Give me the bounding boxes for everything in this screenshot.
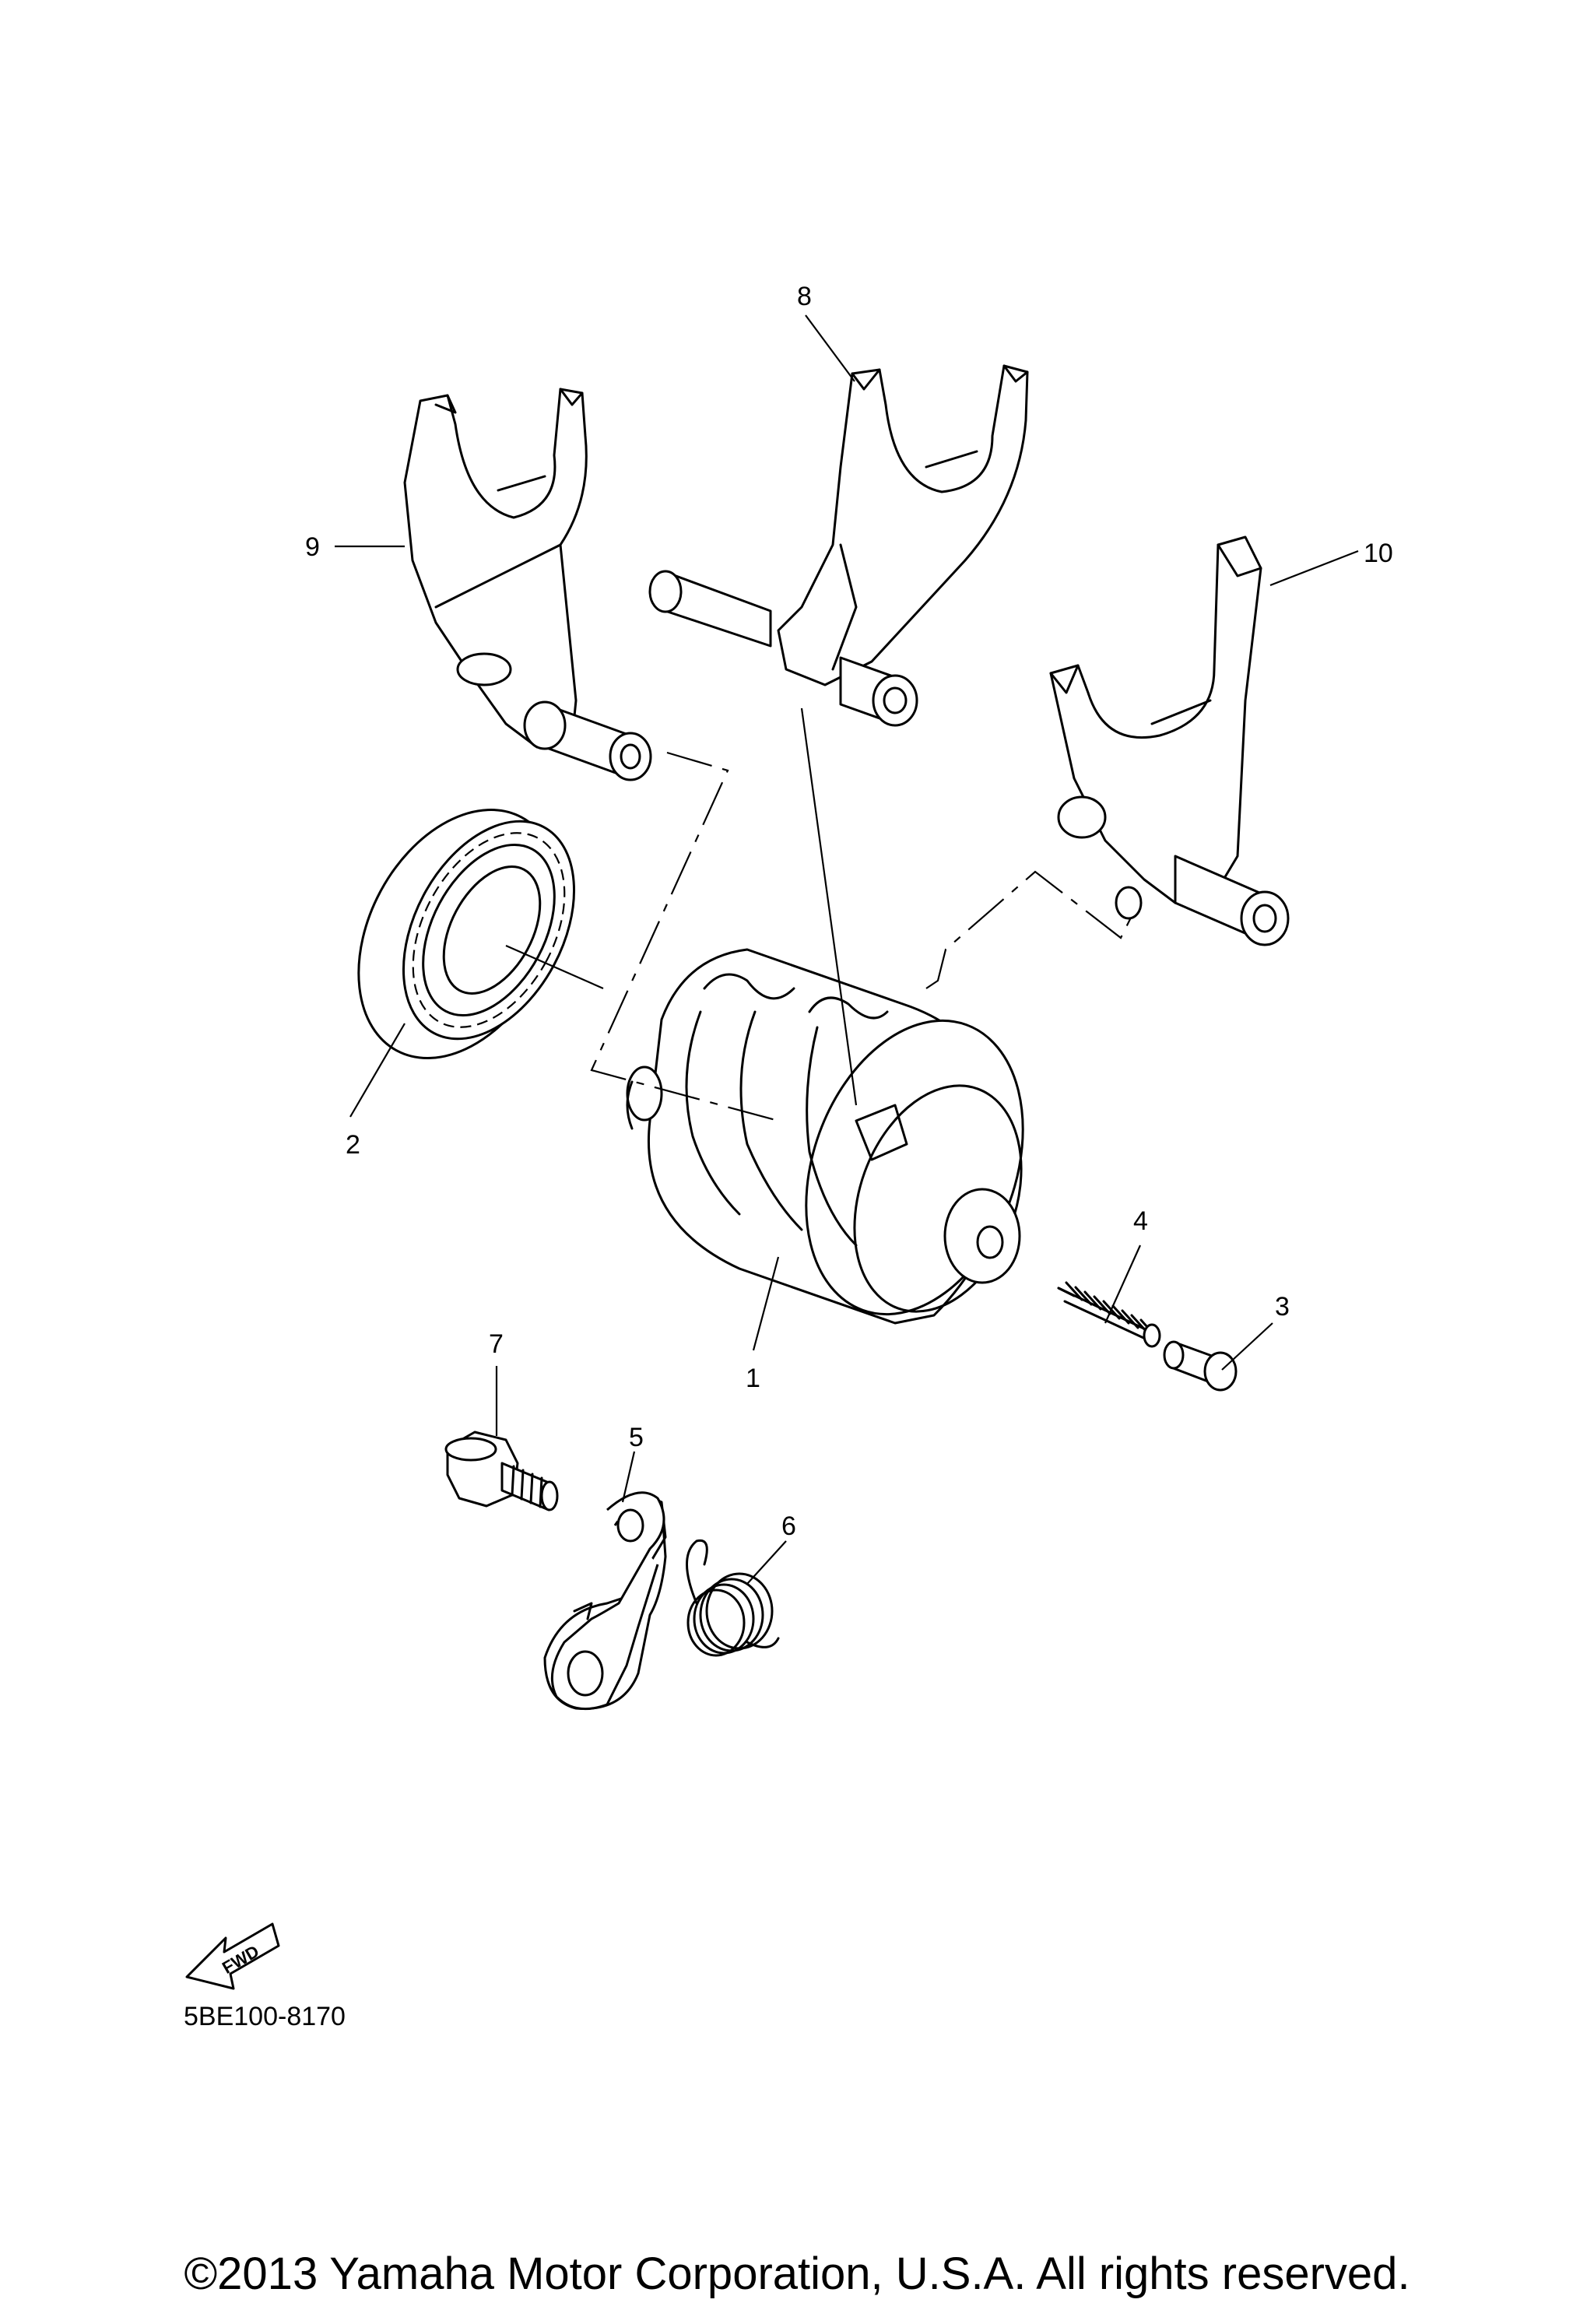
callout-leaders [335,314,1359,1585]
callout-2: 2 [346,1130,360,1160]
callout-7: 7 [489,1329,504,1359]
shift-fork-9 [403,388,652,781]
assembly-lines [505,707,1133,1122]
callout-10: 10 [1364,539,1393,568]
shift-drum-1 [626,948,1024,1325]
callout-4: 4 [1133,1206,1148,1236]
pin-3 [1163,1340,1238,1392]
bolt-7 [444,1431,559,1511]
shift-fork-8 [648,364,1029,727]
torsion-spring-6 [686,1539,780,1657]
stopper-lever-5 [543,1491,667,1711]
bearing-2 [357,808,576,1060]
callout-6: 6 [781,1511,796,1541]
fwd-arrow-icon: FWD [185,1922,280,1990]
callout-3: 3 [1275,1292,1290,1322]
shift-fork-10 [1049,535,1290,946]
callout-1: 1 [746,1364,760,1393]
callout-9: 9 [305,532,320,562]
callout-labels: 1 2 3 4 5 6 7 8 9 10 [305,282,1393,1541]
callout-8: 8 [797,282,812,311]
copyright-notice: ©2013 Yamaha Motor Corporation, U.S.A. A… [184,2249,1410,2299]
callout-5: 5 [629,1423,644,1452]
diagram-code: 5BE100-8170 [184,2002,346,2031]
